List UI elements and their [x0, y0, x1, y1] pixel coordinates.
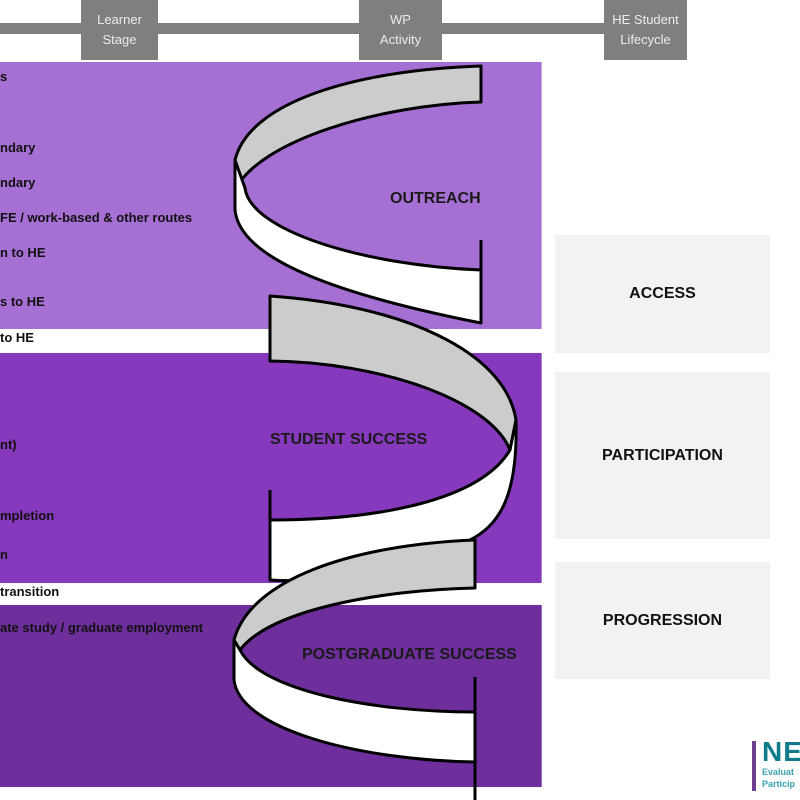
lifecycle-participation-box: PARTICIPATION: [555, 372, 770, 539]
header-wp-activity-line2: Activity: [379, 32, 422, 47]
learner-stage-label: ate study / graduate employment: [0, 620, 203, 635]
lifecycle-progression-label: PROGRESSION: [602, 611, 723, 629]
learner-stage-label: n: [0, 547, 8, 562]
logo-subtitle-line2: Particip: [762, 779, 796, 789]
learner-stage-label: ndary: [0, 140, 36, 155]
lifecycle-access-label: ACCESS: [629, 285, 696, 302]
header-learner-stage-line2: Stage: [102, 32, 137, 47]
transition-label: to HE: [0, 330, 34, 345]
transition-label: transition: [0, 584, 60, 599]
wp-activity-postgraduate-success: POSTGRADUATE SUCCESS: [302, 646, 517, 663]
learner-stage-label: nt): [0, 437, 17, 452]
header-wp-activity-line1: WP: [390, 12, 411, 27]
learner-stage-label: s to HE: [0, 294, 45, 309]
learner-stage-label: ndary: [0, 175, 36, 190]
lifecycle-access-box: ACCESS: [555, 235, 770, 353]
logo-bar: [752, 741, 756, 791]
header-learner-stage-line1: Learner: [97, 12, 142, 27]
learner-stage-label: n to HE: [0, 245, 46, 260]
logo-title: NE: [762, 736, 800, 767]
wp-activity-student-success: STUDENT SUCCESS: [270, 431, 428, 448]
wp-activity-outreach: OUTREACH: [390, 190, 481, 207]
learner-stage-label: mpletion: [0, 508, 55, 523]
lifecycle-participation-label: PARTICIPATION: [602, 446, 723, 464]
learner-stage-label: FE / work-based & other routes: [0, 210, 193, 225]
header-he-lifecycle-line2: Lifecycle: [620, 32, 671, 47]
header-connector-line: [0, 23, 660, 34]
learner-stage-label: s: [0, 69, 8, 84]
header-wp-activity: WP Activity: [359, 0, 442, 60]
ribbon-outreach-back: [233, 64, 483, 192]
header-he-lifecycle-line1: HE Student: [612, 12, 679, 27]
logo-subtitle-line1: Evaluat: [762, 767, 795, 777]
lifecycle-progression-box: PROGRESSION: [555, 562, 770, 679]
